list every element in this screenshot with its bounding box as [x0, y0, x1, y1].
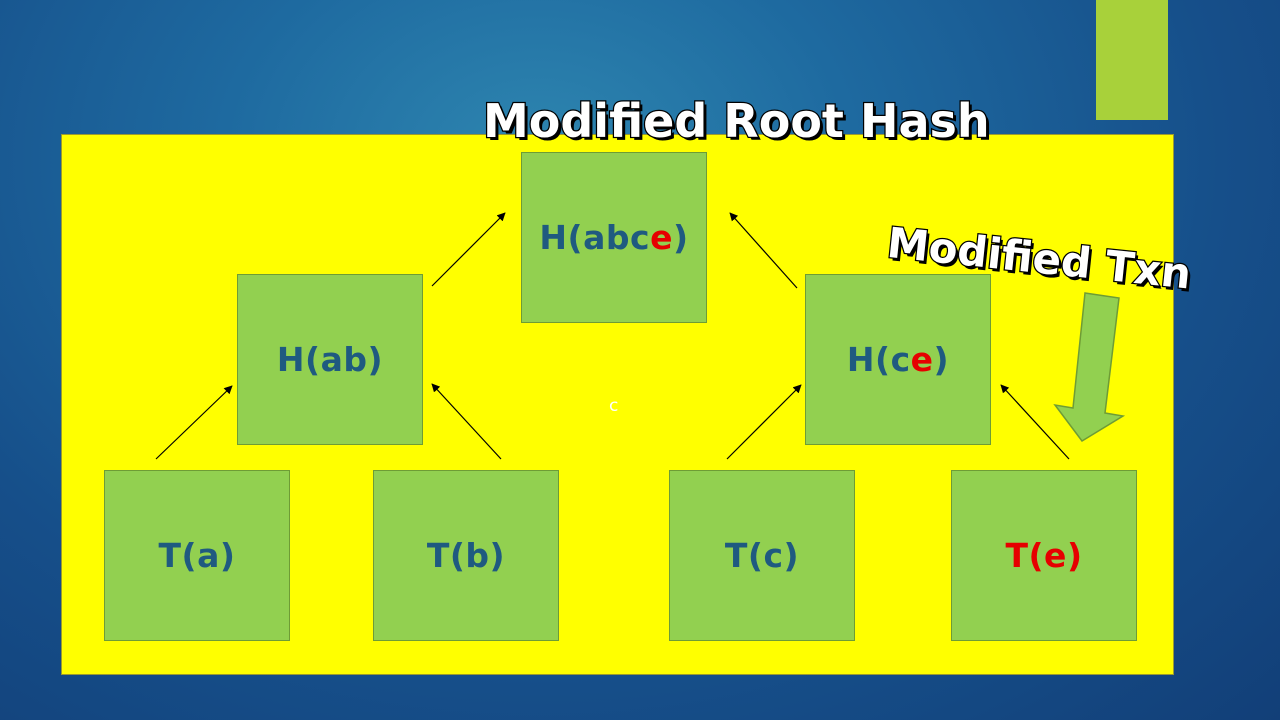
arrow-ta-to-hab [155, 385, 233, 460]
node-t-c-label: T(c) [724, 536, 800, 575]
arrow-hce-to-root [729, 212, 798, 289]
arrow-hab-to-root [431, 212, 506, 287]
node-h-ab: H(ab) [237, 274, 423, 445]
accent-bar [1096, 0, 1168, 120]
node-t-a-label: T(a) [158, 536, 236, 575]
node-t-b: T(b) [373, 470, 559, 641]
arrow-tb-to-hab [431, 383, 502, 460]
node-root-hash-modified-char: e [650, 218, 673, 257]
root-hash-title: Modified Root Hash [482, 93, 991, 150]
node-h-ce-suffix: ) [933, 340, 950, 379]
node-h-ce-prefix: H(c [846, 340, 911, 379]
node-root-hash-prefix: H(abc [539, 218, 651, 257]
node-h-ce-modified-char: e [910, 340, 934, 379]
node-h-ab-label: H(ab) [276, 340, 384, 379]
node-t-c: T(c) [669, 470, 855, 641]
stray-character: c [609, 396, 619, 416]
node-root-hash-suffix: ) [672, 218, 689, 257]
node-t-a: T(a) [104, 470, 290, 641]
node-t-e-label: T(e) [1005, 536, 1083, 575]
modified-txn-arrow-icon [1053, 292, 1126, 442]
node-t-b-label: T(b) [426, 536, 506, 575]
arrow-tc-to-hce [726, 384, 802, 460]
arrow-te-to-hce [1000, 384, 1070, 460]
node-t-e: T(e) [951, 470, 1137, 641]
